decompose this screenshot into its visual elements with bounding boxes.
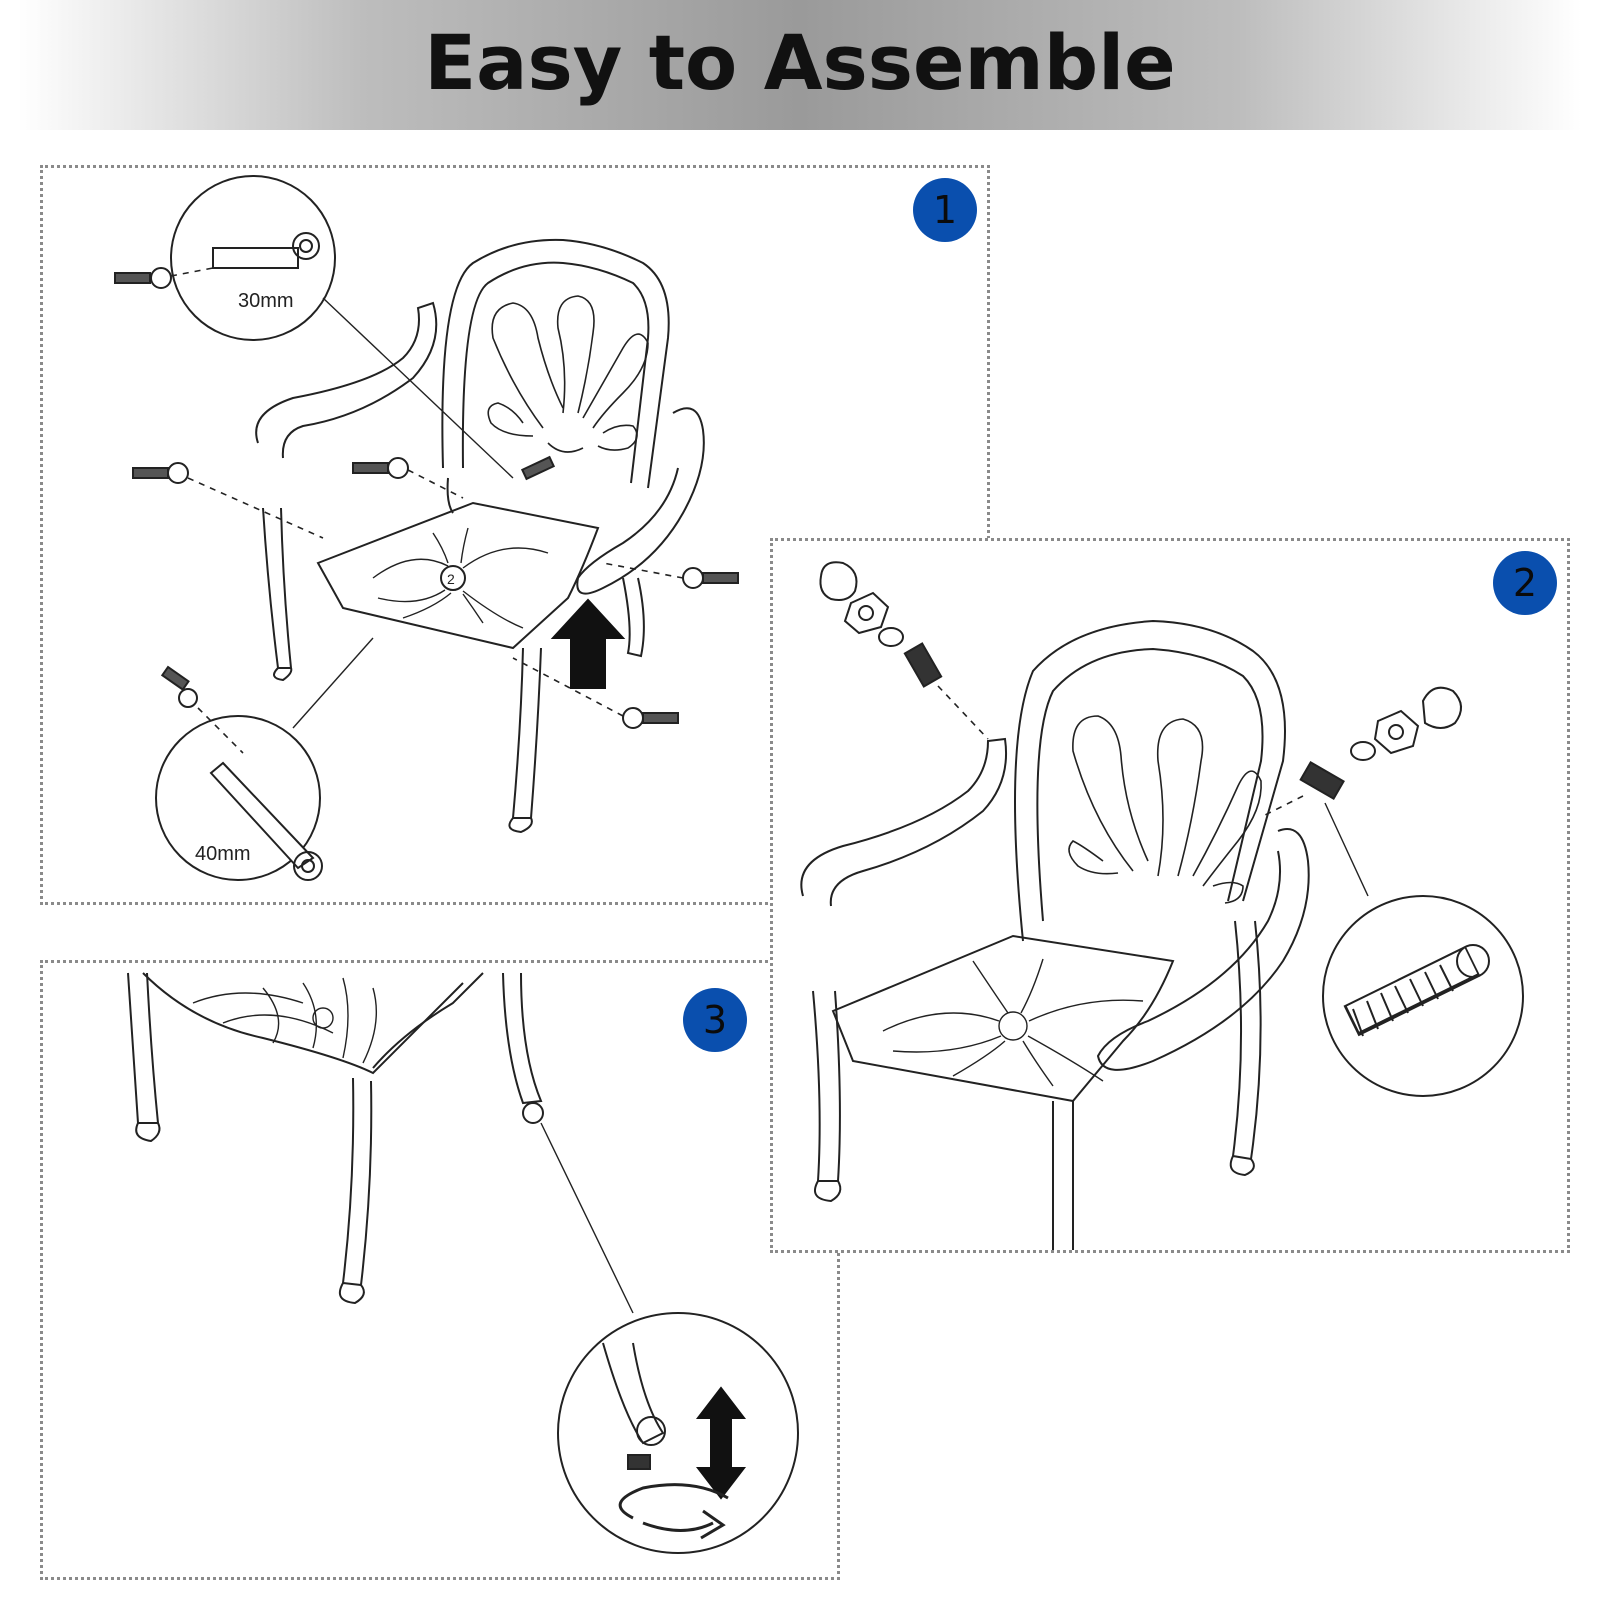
step-3-diagram bbox=[127, 972, 799, 1554]
bolt-40mm-label: 40mm bbox=[195, 843, 251, 865]
step-1-diagram: 2 bbox=[114, 175, 739, 881]
back-right-leg bbox=[1231, 920, 1262, 1161]
left-arm bbox=[255, 301, 438, 459]
hardware-left bbox=[819, 561, 943, 688]
chair-back bbox=[441, 238, 670, 489]
page-title: Easy to Assemble bbox=[424, 18, 1176, 107]
right-arm bbox=[576, 407, 705, 595]
step-1-badge: 1 bbox=[913, 178, 977, 242]
left-leg bbox=[127, 972, 160, 1124]
front-left-leg bbox=[262, 507, 293, 669]
up-arrow bbox=[550, 598, 626, 689]
seat-ornament bbox=[882, 958, 1144, 1087]
seat-ornament bbox=[192, 977, 378, 1064]
rotate-arrow bbox=[618, 1483, 729, 1520]
back-ornament bbox=[487, 295, 649, 453]
step-2-badge: 2 bbox=[1493, 551, 1557, 615]
seat bbox=[831, 934, 1175, 1103]
seat bbox=[316, 501, 600, 650]
step-2-diagram bbox=[800, 561, 1524, 1250]
guide-lines bbox=[170, 267, 684, 754]
back-left-leg bbox=[446, 477, 454, 514]
front-right-leg bbox=[1052, 1100, 1074, 1250]
bolt-30mm-label: 30mm bbox=[238, 290, 294, 312]
chair-back bbox=[1014, 619, 1286, 942]
step-3-panel: 3 bbox=[40, 960, 840, 1580]
seat-partial bbox=[142, 972, 464, 1075]
threaded-bolt-detail-circle bbox=[1322, 895, 1524, 1097]
guide-lines bbox=[937, 685, 1304, 817]
front-right-leg bbox=[511, 647, 542, 819]
svg-text:2: 2 bbox=[447, 571, 455, 587]
back-right-leg bbox=[622, 577, 645, 658]
step-2-panel: 2 bbox=[770, 538, 1570, 1253]
right-leg bbox=[502, 972, 543, 1105]
threaded-bolt bbox=[1343, 944, 1490, 1037]
step-1-panel: 2 bbox=[40, 165, 990, 905]
right-arm bbox=[1096, 828, 1310, 1071]
middle-leg bbox=[341, 1077, 373, 1287]
front-left-leg bbox=[812, 990, 841, 1182]
foot-detail-circle bbox=[557, 1312, 799, 1554]
title-banner: Easy to Assemble bbox=[18, 0, 1582, 130]
detail-circle-30mm bbox=[170, 175, 336, 341]
detail-circle-40mm bbox=[155, 715, 321, 881]
hardware-right bbox=[1299, 686, 1462, 801]
left-arm bbox=[800, 737, 1007, 907]
adjust-arrow bbox=[695, 1386, 747, 1500]
bolts bbox=[114, 267, 739, 729]
step-3-badge: 3 bbox=[683, 988, 747, 1052]
back-ornament bbox=[1068, 715, 1262, 904]
seat-ornament bbox=[372, 527, 549, 629]
